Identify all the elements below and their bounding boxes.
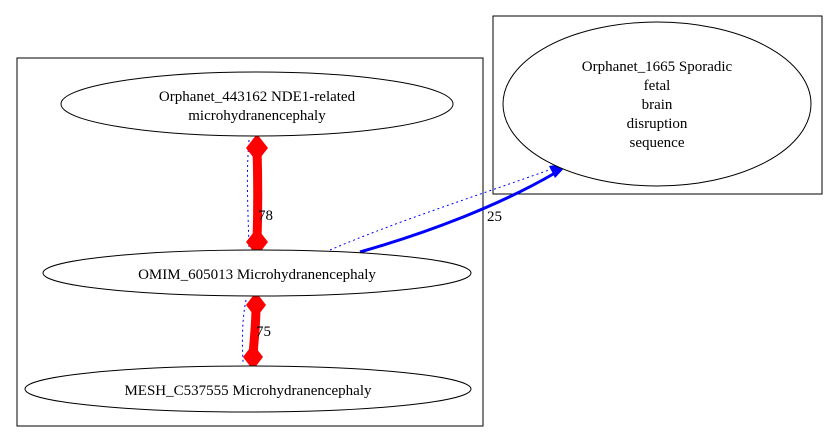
cluster-left bbox=[16, 57, 484, 427]
node-omim-605013[interactable] bbox=[42, 249, 472, 297]
edge-dotted-443162-omim bbox=[246, 139, 250, 249]
node-omim-605013-label: OMIM_605013 Microhydranencephaly bbox=[138, 267, 376, 283]
edge-label-75: 75 bbox=[256, 324, 271, 340]
node-orphanet-1665-label-4: disruption bbox=[627, 116, 688, 132]
edge-dotted-omim-1665 bbox=[329, 165, 561, 251]
edge-443162-omim bbox=[252, 147, 263, 243]
node-orphanet-1665-label-5: sequence bbox=[630, 135, 685, 151]
edge-443162-omim-head-bottom bbox=[246, 228, 268, 256]
edge-label-25: 25 bbox=[487, 209, 502, 225]
node-orphanet-1665-label-3: brain bbox=[642, 97, 673, 113]
node-orphanet-443162-label-1: Orphanet_443162 NDE1-related bbox=[159, 89, 356, 105]
node-orphanet-443162[interactable] bbox=[60, 71, 454, 137]
edge-omim-mesh-head-bottom bbox=[243, 344, 263, 370]
node-orphanet-1665-label-1: Orphanet_1665 Sporadic bbox=[582, 59, 733, 75]
edge-label-78: 78 bbox=[258, 208, 273, 224]
node-mesh-c537555[interactable] bbox=[24, 365, 472, 413]
node-orphanet-1665-label-2: fetal bbox=[644, 78, 671, 94]
edge-omim-1665 bbox=[359, 171, 556, 254]
cluster-right bbox=[492, 15, 823, 195]
node-orphanet-1665[interactable] bbox=[502, 21, 812, 187]
edge-omim-mesh-head-top bbox=[246, 292, 266, 318]
edge-443162-omim-head-top bbox=[246, 134, 268, 162]
node-orphanet-443162-label-2: microhydranencephaly bbox=[188, 108, 326, 124]
edge-dotted-omim-mesh bbox=[241, 299, 247, 363]
node-mesh-c537555-label: MESH_C537555 Microhydranencephaly bbox=[124, 383, 372, 399]
